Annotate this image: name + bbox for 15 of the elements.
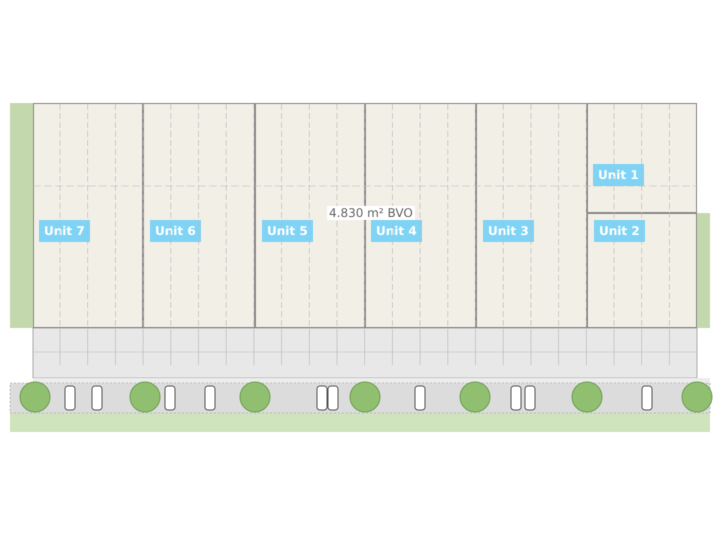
unit-label: Unit 6	[150, 220, 201, 242]
unit-area	[587, 213, 697, 328]
unit-area	[476, 103, 587, 328]
unit-label: Unit 1	[593, 164, 644, 186]
unit-label: Unit 2	[594, 220, 645, 242]
unit-label: Unit 5	[262, 220, 313, 242]
unit-label: Unit 7	[39, 220, 90, 242]
area-label: 4.830 m² BVO	[327, 206, 415, 220]
unit-area	[33, 103, 143, 328]
unit-label: Unit 4	[371, 220, 422, 242]
unit-label: Unit 3	[483, 220, 534, 242]
unit-area	[587, 103, 697, 213]
unit-area	[143, 103, 255, 328]
unit-area	[255, 103, 365, 328]
unit-area	[365, 103, 476, 328]
